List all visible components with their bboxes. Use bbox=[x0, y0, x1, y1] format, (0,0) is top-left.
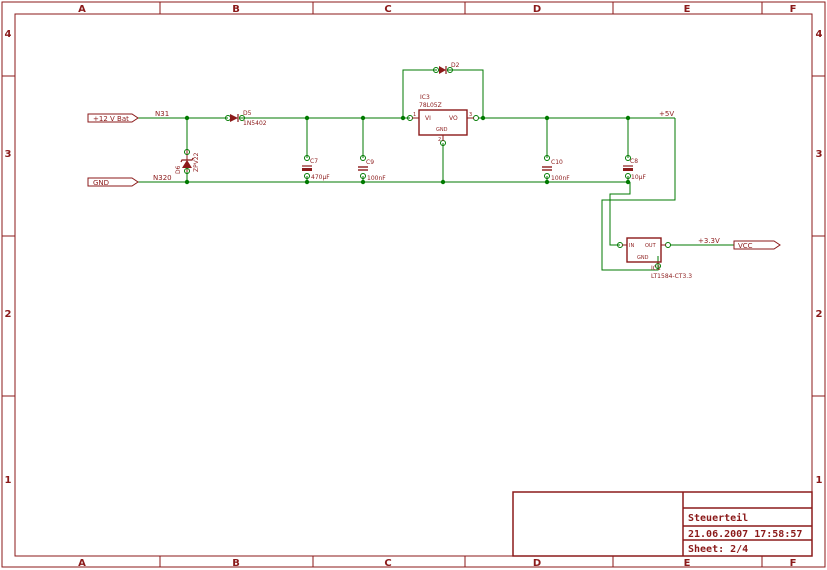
row-label-right-2: 2 bbox=[816, 309, 823, 320]
col-label-bottom-a: A bbox=[78, 558, 86, 569]
capacitor-c8: C8 10µF bbox=[623, 155, 646, 181]
ic1-pin-out: OUT bbox=[645, 243, 657, 249]
row-label-right-3: 3 bbox=[816, 149, 823, 160]
wires bbox=[138, 69, 734, 271]
port-12v-bat-label: +12 V Bat bbox=[93, 115, 129, 123]
ic1-name: IC1 bbox=[651, 265, 661, 272]
d6-value: ZPV22 bbox=[193, 152, 200, 172]
ic1-value: LT1584-CT3.3 bbox=[651, 273, 692, 280]
port-gnd: GND bbox=[87, 177, 139, 187]
d5-name: D5 bbox=[243, 110, 252, 117]
c9-value: 100nF bbox=[367, 175, 386, 182]
row-label-left-4: 4 bbox=[5, 29, 12, 40]
regulator-ic3: IC3 78L05Z VI VO GND 1 3 2 bbox=[407, 94, 479, 146]
port-vcc: VCC bbox=[733, 240, 781, 250]
capacitor-c7: C7 470µF bbox=[302, 155, 330, 181]
c8-value: 10µF bbox=[631, 174, 646, 181]
net-label-n320: N320 bbox=[153, 174, 172, 182]
c7-name: C7 bbox=[310, 158, 318, 165]
col-label-top-a: A bbox=[78, 4, 86, 15]
capacitor-c10: C10 100nF bbox=[542, 155, 570, 182]
c10-value: 100nF bbox=[551, 175, 570, 182]
row-label-left-1: 1 bbox=[5, 475, 12, 486]
port-vcc-label: VCC bbox=[738, 242, 753, 250]
ic3-pin-gnd: GND bbox=[436, 127, 448, 133]
ic3-value: 78L05Z bbox=[419, 102, 442, 109]
title-block bbox=[512, 491, 813, 557]
row-label-left-3: 3 bbox=[5, 149, 12, 160]
col-label-top-c: C bbox=[384, 4, 391, 15]
col-label-bottom-d: D bbox=[533, 558, 541, 569]
ic3-pin-vi: VI bbox=[425, 115, 431, 122]
diode-d2: D2 bbox=[433, 62, 460, 74]
col-label-top-e: E bbox=[684, 4, 691, 15]
junctions bbox=[184, 115, 631, 185]
zener-diode-d6: D6 ZPV22 bbox=[175, 149, 200, 174]
ic3-pin-1: 1 bbox=[413, 112, 416, 118]
regulator-ic1: IN OUT GND IC1 LT1584-CT3.3 bbox=[617, 237, 692, 280]
d2-name: D2 bbox=[451, 62, 460, 69]
ic1-pin-gnd: GND bbox=[637, 255, 649, 261]
c10-name: C10 bbox=[551, 159, 563, 166]
net-label-3v3: +3.3V bbox=[698, 237, 720, 245]
title-block-datetime: 21.06.2007 17:58:57 bbox=[688, 529, 802, 540]
port-gnd-label: GND bbox=[93, 179, 109, 187]
ic3-pin-3: 3 bbox=[469, 112, 472, 118]
title-block-sheet: Sheet: 2/4 bbox=[688, 544, 748, 555]
col-label-top-b: B bbox=[232, 4, 240, 15]
ic3-pin-2: 2 bbox=[438, 137, 441, 143]
col-label-top-f: F bbox=[790, 4, 797, 15]
c9-name: C9 bbox=[366, 159, 374, 166]
col-label-bottom-e: E bbox=[684, 558, 691, 569]
row-label-right-1: 1 bbox=[816, 475, 823, 486]
net-label-n31: N31 bbox=[155, 110, 169, 118]
ic3-pin-vo: VO bbox=[449, 115, 458, 122]
col-label-bottom-c: C bbox=[384, 558, 391, 569]
row-label-right-4: 4 bbox=[816, 29, 823, 40]
c8-name: C8 bbox=[630, 158, 638, 165]
col-label-top-d: D bbox=[533, 4, 541, 15]
col-label-bottom-b: B bbox=[232, 558, 240, 569]
d5-value: 1N5402 bbox=[243, 120, 267, 127]
title-block-title: Steuerteil bbox=[688, 512, 748, 524]
diode-d5: D5 1N5402 bbox=[225, 110, 267, 127]
d6-name: D6 bbox=[175, 165, 182, 174]
port-12v-bat: +12 V Bat bbox=[87, 113, 139, 123]
row-label-left-2: 2 bbox=[5, 309, 12, 320]
col-label-bottom-f: F bbox=[790, 558, 797, 569]
ic1-pin-in: IN bbox=[629, 243, 634, 249]
ic3-name: IC3 bbox=[420, 94, 430, 101]
net-label-5v: +5V bbox=[659, 110, 674, 118]
c7-value: 470µF bbox=[311, 174, 330, 181]
frame-labels: A B C D E F A B C D E F 4 3 2 1 4 3 2 1 bbox=[5, 4, 823, 569]
capacitor-c9: C9 100nF bbox=[358, 155, 386, 182]
